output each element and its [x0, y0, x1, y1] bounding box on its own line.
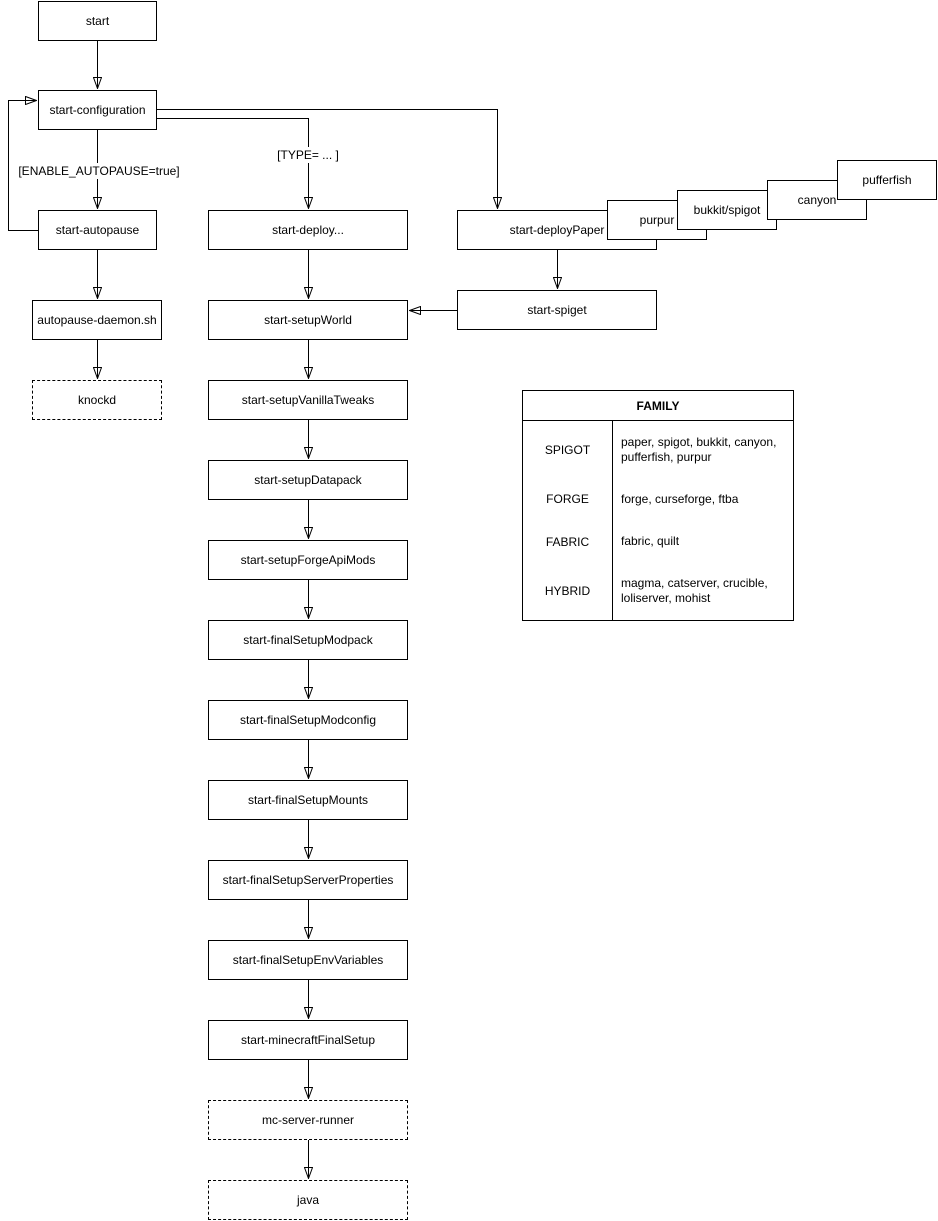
- node-start-finalsetupmodpack: start-finalSetupModpack: [208, 620, 408, 660]
- edge-label-enable-autopause: [ENABLE_AUTOPAUSE=true]: [15, 163, 183, 179]
- node-start-minecraftfinalsetup: start-minecraftFinalSetup: [208, 1020, 408, 1060]
- node-start-finalsetupmodconfig: start-finalSetupModconfig: [208, 700, 408, 740]
- node-start-finalsetupserverproperties: start-finalSetupServerProperties: [208, 860, 408, 900]
- family-table-title: FAMILY: [523, 391, 793, 421]
- family-name: SPIGOT: [523, 421, 613, 479]
- node-start-spiget: start-spiget: [457, 290, 657, 330]
- family-name: HYBRID: [523, 562, 613, 620]
- edge-configuration-to-deploypaper: [157, 109, 498, 209]
- family-members: fabric, quilt: [621, 534, 680, 549]
- family-table-row-spigot: SPIGOT paper, spigot, bukkit, canyon, pu…: [523, 421, 793, 479]
- node-mc-server-runner: mc-server-runner: [208, 1100, 408, 1140]
- family-name: FORGE: [523, 478, 613, 521]
- node-start-setupworld: start-setupWorld: [208, 300, 408, 340]
- family-table-row-forge: FORGE forge, curseforge, ftba: [523, 478, 793, 521]
- family-members: magma, catserver, crucible, loliserver, …: [621, 576, 768, 606]
- node-pufferfish: pufferfish: [837, 160, 937, 200]
- node-java: java: [208, 1180, 408, 1220]
- node-start-finalsetupenvvariables: start-finalSetupEnvVariables: [208, 940, 408, 980]
- family-name: FABRIC: [523, 520, 613, 563]
- node-start-setupvanillatweaks: start-setupVanillaTweaks: [208, 380, 408, 420]
- node-start-configuration: start-configuration: [38, 90, 157, 130]
- edge-label-type: [TYPE= ... ]: [274, 147, 342, 163]
- node-bukkit-spigot: bukkit/spigot: [677, 190, 777, 230]
- family-table: FAMILY SPIGOT paper, spigot, bukkit, can…: [522, 390, 794, 621]
- edge-autopause-loop-to-configuration: [8, 101, 38, 231]
- node-start-deploy: start-deploy...: [208, 210, 408, 250]
- family-table-row-hybrid: HYBRID magma, catserver, crucible, lolis…: [523, 562, 793, 620]
- node-start: start: [38, 1, 157, 41]
- node-canyon: canyon: [767, 180, 867, 220]
- node-start-setupforgeapimods: start-setupForgeApiMods: [208, 540, 408, 580]
- family-members: paper, spigot, bukkit, canyon, pufferfis…: [621, 434, 777, 464]
- node-start-finalsetupmounts: start-finalSetupMounts: [208, 780, 408, 820]
- node-autopause-daemon-sh: autopause-daemon.sh: [32, 300, 162, 340]
- edge-configuration-to-deploy: [157, 118, 309, 209]
- node-start-setupdatapack: start-setupDatapack: [208, 460, 408, 500]
- family-members: forge, curseforge, ftba: [621, 491, 739, 506]
- node-start-autopause: start-autopause: [38, 210, 157, 250]
- family-table-row-fabric: FABRIC fabric, quilt: [523, 520, 793, 563]
- node-knockd: knockd: [32, 380, 162, 420]
